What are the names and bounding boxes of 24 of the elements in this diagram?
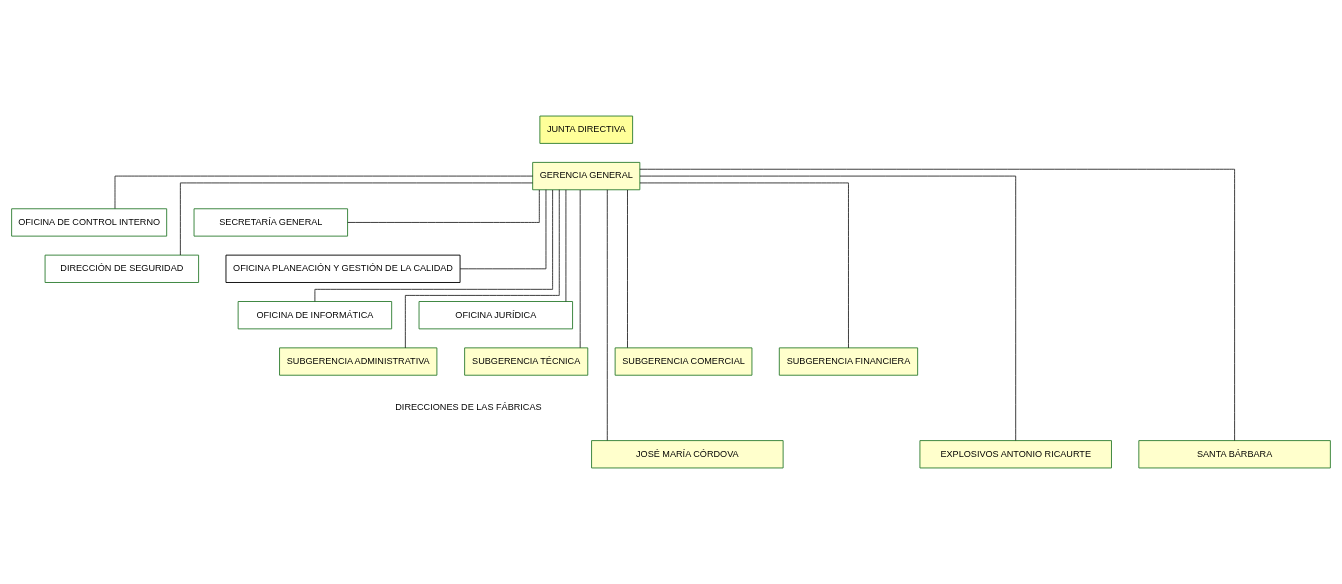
label: DIRECCIONES DE LAS FÁBRICAS — [395, 402, 542, 413]
connector — [180, 182, 533, 256]
node-box: SUBGERENCIA FINANCIERA — [778, 347, 919, 376]
node-box: OFICINA DE CONTROL INTERNO — [11, 208, 168, 237]
connector — [639, 182, 849, 349]
node-box: EXPLOSIVOS ANTONIO RICAURTE — [919, 440, 1112, 469]
connector — [627, 189, 628, 349]
node-box: SUBGERENCIA ADMINISTRATIVA — [279, 347, 438, 376]
node-box: SUBGERENCIA TÉCNICA — [464, 347, 589, 376]
connector — [347, 189, 540, 223]
node-box: SUBGERENCIA COMERCIAL — [614, 347, 753, 376]
node-box: JOSÉ MARÍA CÓRDOVA — [591, 440, 784, 469]
node-box: GERENCIA GENERAL — [532, 161, 641, 191]
node-box: SANTA BÁRBARA — [1138, 440, 1331, 469]
node-box: OFICINA JURÍDICA — [418, 301, 574, 330]
node-box: JUNTA DIRECTIVA — [539, 115, 634, 144]
connector — [639, 168, 1235, 441]
connector — [314, 189, 553, 302]
node-box: DIRECCIÓN DE SEGURIDAD — [44, 254, 200, 283]
node-box: OFICINA DE INFORMÁTICA — [237, 301, 393, 330]
node-box: SECRETARÍA GENERAL — [193, 208, 349, 237]
connector — [459, 189, 547, 270]
connector — [404, 189, 560, 349]
node-box: OFICINA PLANEACIÓN Y GESTIÓN DE LA CALIDAD — [225, 254, 461, 283]
